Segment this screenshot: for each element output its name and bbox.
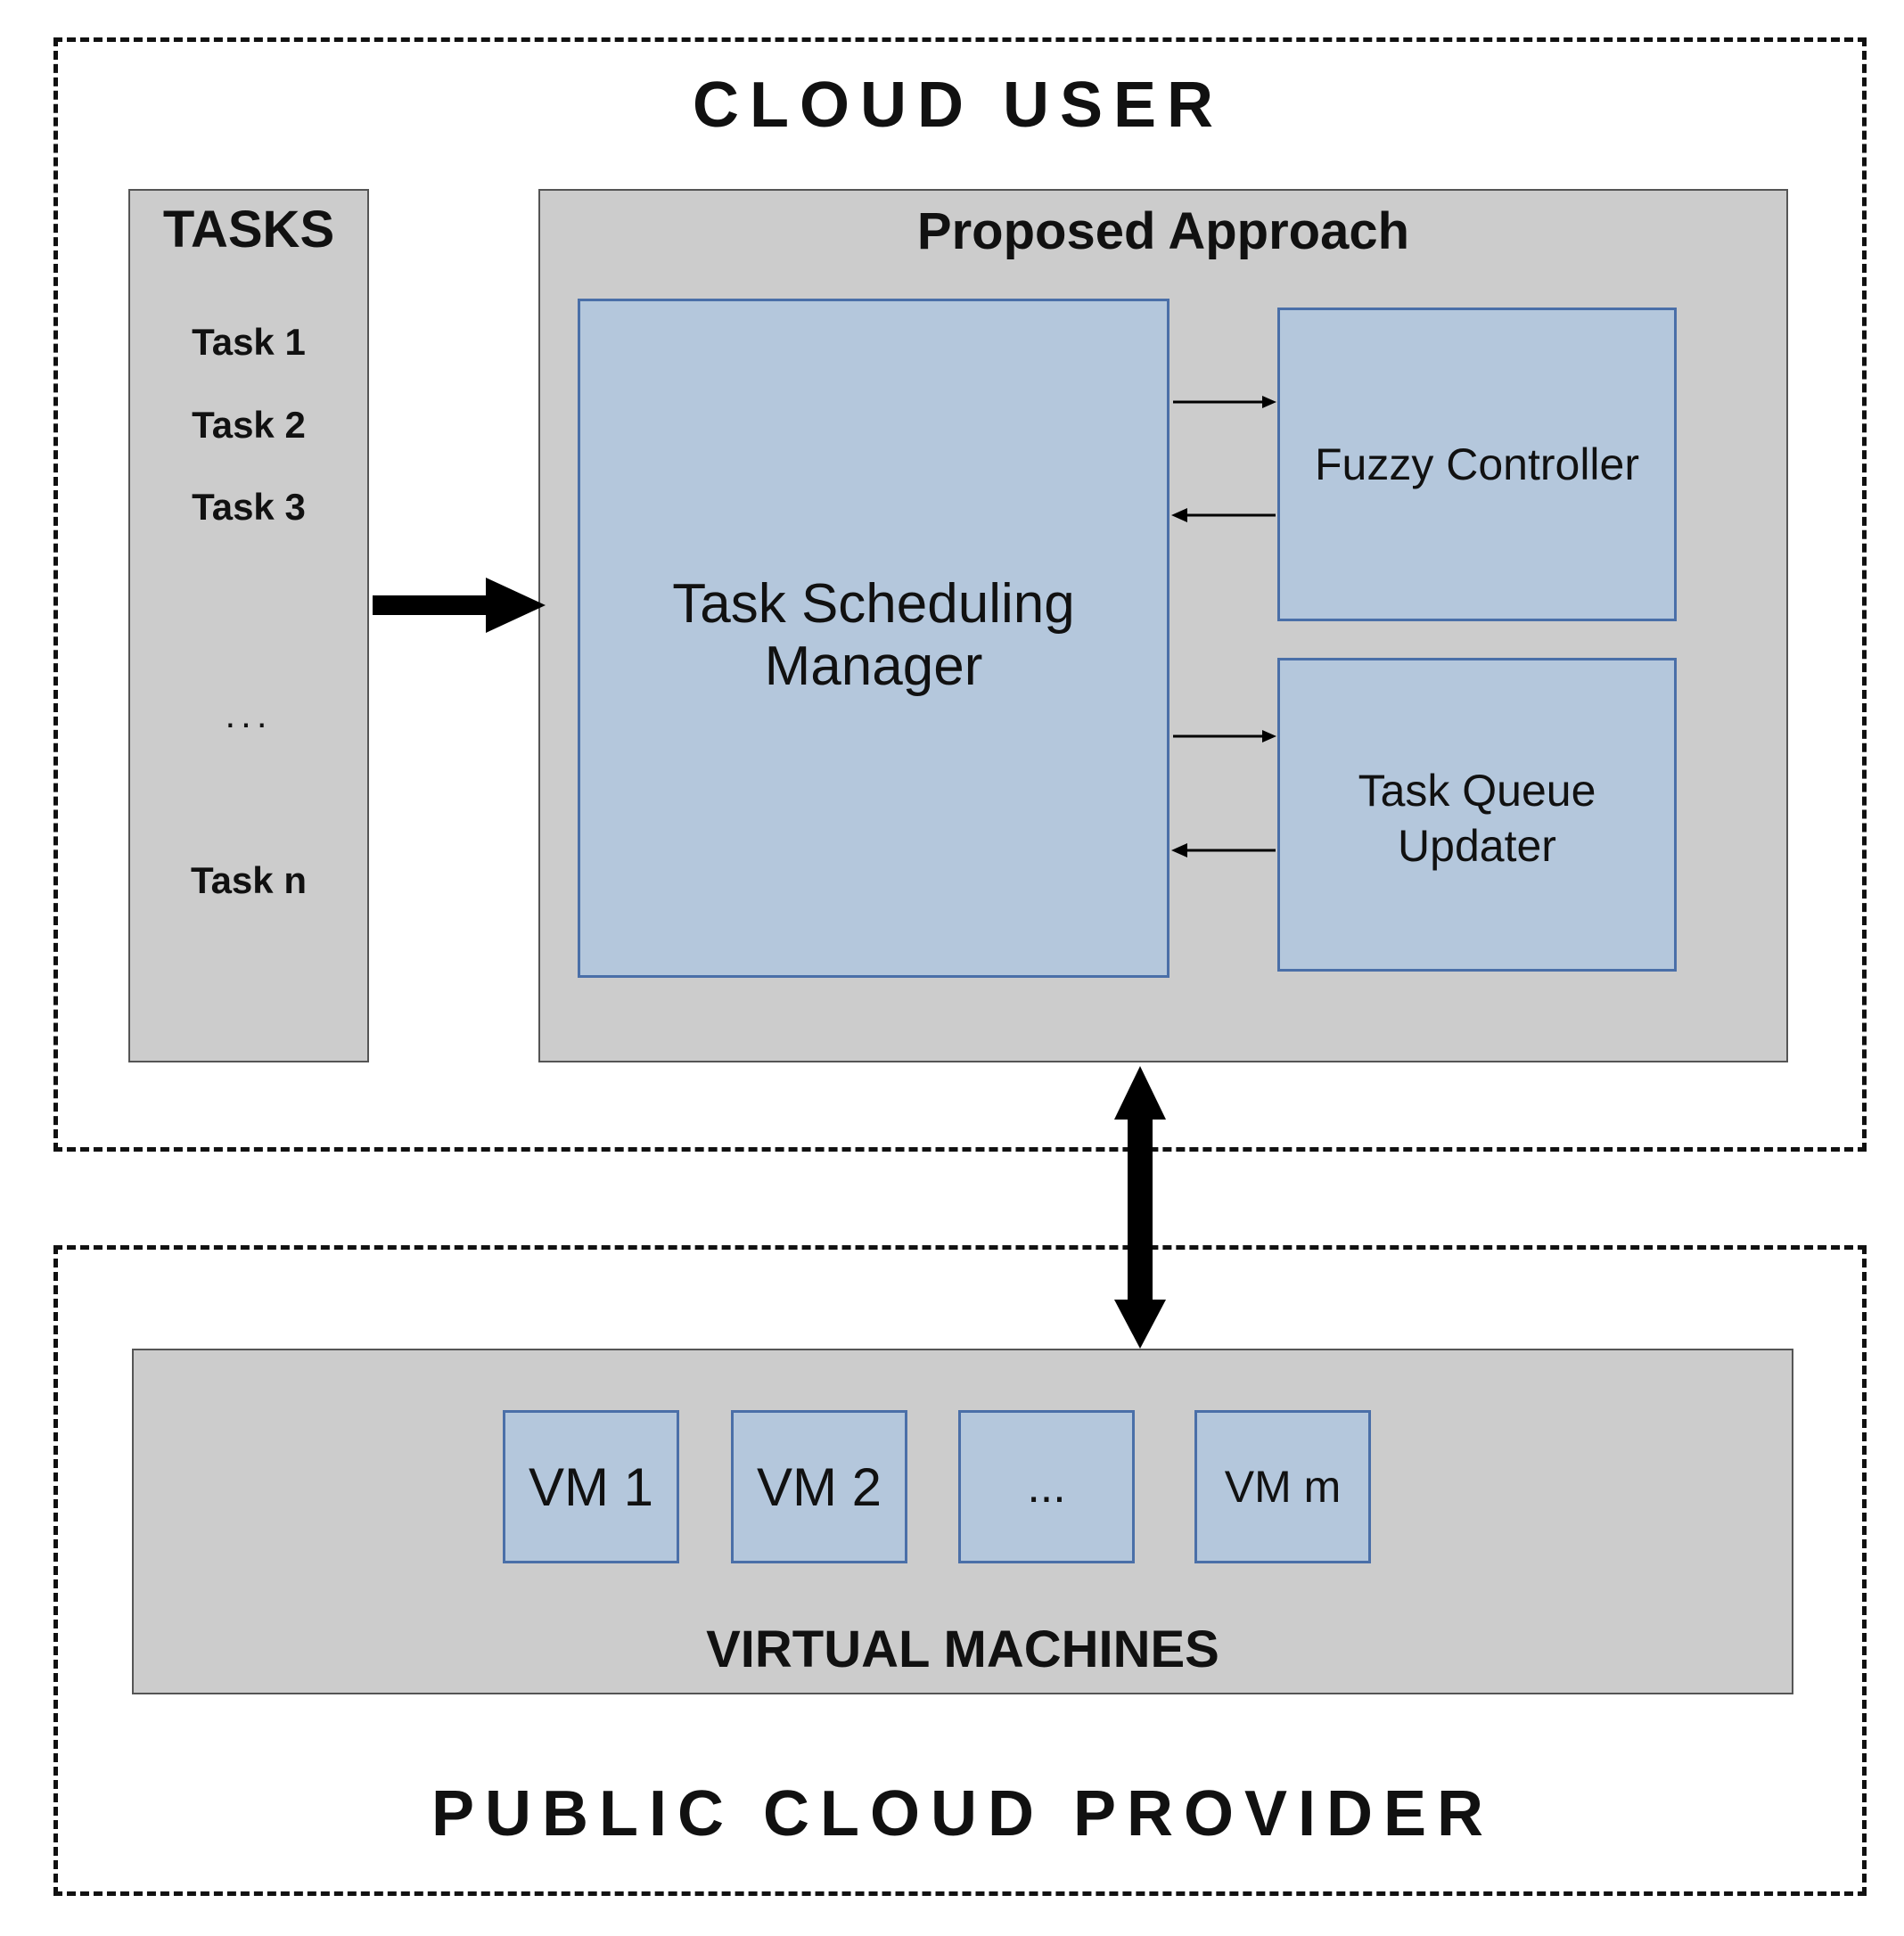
tsm-to-queue-arrow xyxy=(1173,730,1276,742)
vm-box-1: VM 1 xyxy=(503,1410,679,1563)
task-queue-updater-box: Task Queue Updater xyxy=(1277,658,1677,972)
task-scheduling-manager-line1: Task Scheduling xyxy=(672,573,1075,635)
public-cloud-provider-title: PUBLIC CLOUD PROVIDER xyxy=(431,1778,1495,1850)
vm-label-m: VM m xyxy=(1224,1462,1342,1512)
fuzzy-to-tsm-arrow xyxy=(1171,508,1276,522)
proposed-approach-title: Proposed Approach xyxy=(916,202,1410,260)
task-scheduling-manager-box: Task Scheduling Manager xyxy=(578,299,1169,978)
tasks-to-approach-arrow xyxy=(373,578,546,633)
task-item-1: Task 1 xyxy=(192,321,306,363)
public-cloud-provider-region xyxy=(53,1245,1867,1896)
tasks-panel xyxy=(128,189,369,1062)
cloud-user-region xyxy=(53,37,1867,1152)
vm-label-1: VM 1 xyxy=(528,1456,654,1517)
tsm-to-fuzzy-arrow xyxy=(1173,396,1276,408)
cloud-user-title: CLOUD USER xyxy=(692,70,1224,141)
task-item-ellipsis: ... xyxy=(225,693,273,735)
fuzzy-controller-label: Fuzzy Controller xyxy=(1315,439,1639,489)
task-scheduling-manager-line2: Manager xyxy=(764,636,983,697)
tasks-title: TASKS xyxy=(162,200,335,258)
task-item-2: Task 2 xyxy=(192,404,306,446)
task-item-n: Task n xyxy=(191,859,307,901)
task-queue-updater-line2: Updater xyxy=(1398,821,1556,871)
fuzzy-controller-box: Fuzzy Controller xyxy=(1277,308,1677,621)
queue-to-tsm-arrow xyxy=(1171,843,1276,857)
vm-label-ellipsis: ... xyxy=(1027,1461,1066,1513)
vm-box-ellipsis: ... xyxy=(958,1410,1135,1563)
task-item-3: Task 3 xyxy=(192,486,306,528)
vm-box-m: VM m xyxy=(1194,1410,1371,1563)
vm-label-2: VM 2 xyxy=(756,1456,882,1517)
virtual-machines-title: VIRTUAL MACHINES xyxy=(706,1620,1219,1678)
task-queue-updater-line1: Task Queue xyxy=(1358,766,1596,816)
approach-vm-bidirectional-arrow xyxy=(1114,1066,1166,1349)
vm-box-2: VM 2 xyxy=(731,1410,907,1563)
